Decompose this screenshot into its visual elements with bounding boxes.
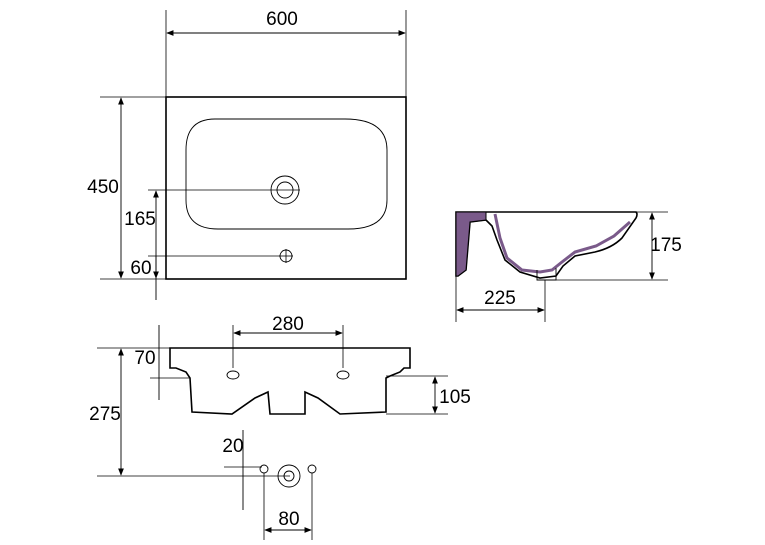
dim-label-280: 280 [272,314,304,335]
side-section-wall [455,211,487,277]
dim-label-70: 70 [134,348,155,369]
fitting-left-icon [259,464,269,474]
dim-label-165: 165 [124,209,156,230]
dim-label-20: 20 [222,436,243,457]
basin-bowl-top [185,118,388,230]
dim-label-225: 225 [484,288,516,309]
mount-hole-right-icon [336,370,350,380]
top-view: 600 450 165 60 [87,9,407,300]
dim-label-60: 60 [130,258,151,279]
waste-outlet-inner-icon [283,470,295,482]
basin-outline-top [165,96,407,280]
waste-outlet-icon [277,464,301,488]
side-section-outline [455,211,638,279]
dim-label-450: 450 [87,177,119,198]
dim-label-275: 275 [89,404,121,425]
side-section-bowl [493,213,631,274]
basin-outline-front [169,347,411,415]
fitting-right-icon [307,464,317,474]
front-view: 280 70 105 275 20 80 [89,314,471,540]
dim-label-600: 600 [266,9,298,30]
dim-label-105: 105 [439,387,471,408]
dim-label-80: 80 [278,509,299,530]
mount-hole-left-icon [226,370,240,380]
dim-label-175: 175 [650,235,682,256]
side-section-view: 175 225 [455,211,682,322]
